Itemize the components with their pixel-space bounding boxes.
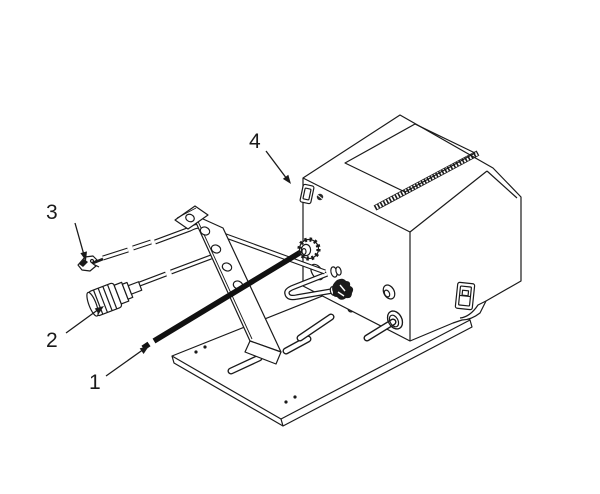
connector-tube bbox=[136, 254, 212, 288]
cable-port-nut bbox=[297, 237, 321, 261]
callout-3: 3 bbox=[46, 201, 58, 224]
clip-connector bbox=[77, 255, 100, 272]
hinge-seam bbox=[373, 150, 480, 211]
leader-3 bbox=[74, 222, 87, 261]
top-panel bbox=[344, 123, 476, 193]
bracket-foot bbox=[244, 340, 282, 365]
power-rocker-switch bbox=[454, 281, 476, 311]
callout-2: 2 bbox=[46, 329, 58, 352]
bracket-top-flange bbox=[174, 205, 209, 230]
tube-clamp bbox=[329, 278, 354, 300]
tube-fitting bbox=[330, 266, 342, 278]
leader-2 bbox=[65, 306, 104, 334]
callout-4: 4 bbox=[249, 130, 261, 153]
corner-switch-icon bbox=[299, 183, 315, 205]
cable-connector bbox=[86, 281, 143, 317]
leader-1 bbox=[105, 346, 149, 377]
corner-screw-icon bbox=[316, 193, 324, 201]
mounting-bracket bbox=[174, 205, 282, 365]
shaft-port bbox=[363, 310, 404, 342]
foot-bumper bbox=[459, 300, 487, 319]
grommet bbox=[382, 284, 396, 300]
callout-1: 1 bbox=[89, 371, 101, 394]
priming-tube-loop bbox=[284, 271, 333, 301]
callout-leaders bbox=[65, 150, 291, 377]
plate-holes bbox=[194, 345, 297, 404]
leader-4 bbox=[265, 150, 291, 184]
